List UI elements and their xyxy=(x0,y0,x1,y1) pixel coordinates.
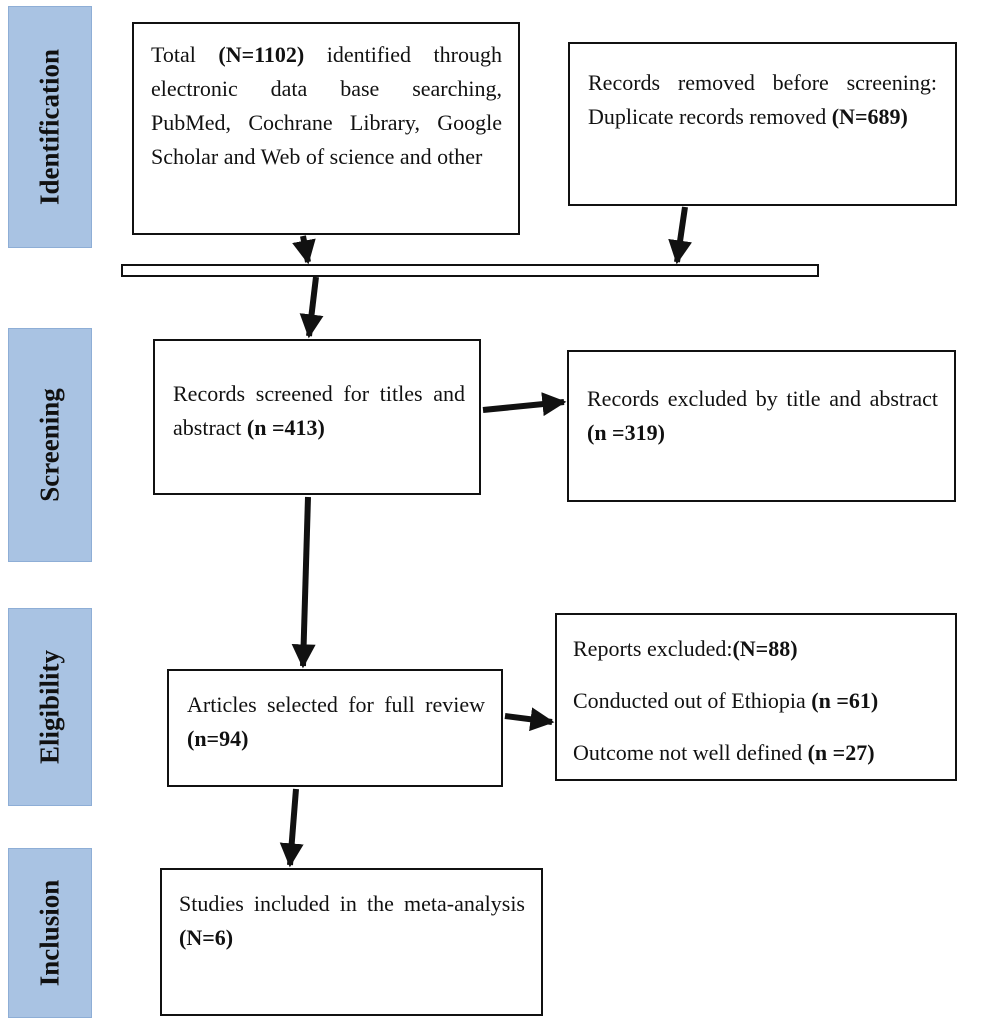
arrow-identified-to-bar xyxy=(292,235,316,265)
screened-count: (n =413) xyxy=(246,415,325,440)
excluded-title-count: (n =319) xyxy=(587,420,665,445)
stage-identification: Identification xyxy=(8,6,92,248)
arrow-review-to-reports xyxy=(504,707,555,732)
arrow-bar-to-screened xyxy=(299,276,324,339)
identified-records-box: Total (N=1102) identified through electr… xyxy=(132,22,520,235)
reports-excluded-line: Reports excluded:(N=88) xyxy=(573,636,798,661)
arrow-screened-to-excluded xyxy=(482,392,567,417)
arrow-removed-to-bar xyxy=(668,206,692,265)
outcome-not-defined-line: Outcome not well defined (n =27) xyxy=(573,740,875,765)
identified-count: (N=1102) xyxy=(218,42,305,67)
out-of-ethiopia-line: Conducted out of Ethiopia (n =61) xyxy=(573,688,879,713)
screened-records-box: Records screened for titles and abstract… xyxy=(153,339,481,495)
included-studies-box: Studies included in the meta-analysis (N… xyxy=(160,868,543,1016)
arrow-screened-to-review xyxy=(291,496,316,669)
included-count: (N=6) xyxy=(179,925,234,950)
merge-bar xyxy=(121,264,819,277)
removed-count: (N=689) xyxy=(831,104,908,129)
full-review-box: Articles selected for full review (n=94) xyxy=(167,669,503,787)
full-review-count: (n=94) xyxy=(187,726,249,751)
reports-excluded-box: Reports excluded:(N=88) Conducted out of… xyxy=(555,613,957,781)
excluded-by-title-box: Records excluded by title and abstract (… xyxy=(567,350,956,502)
stage-screening: Screening xyxy=(8,328,92,562)
duplicates-removed-box: Records removed before screening: Duplic… xyxy=(568,42,957,206)
stage-eligibility: Eligibility xyxy=(8,608,92,806)
stage-inclusion: Inclusion xyxy=(8,848,92,1018)
arrow-review-to-included xyxy=(279,788,304,868)
